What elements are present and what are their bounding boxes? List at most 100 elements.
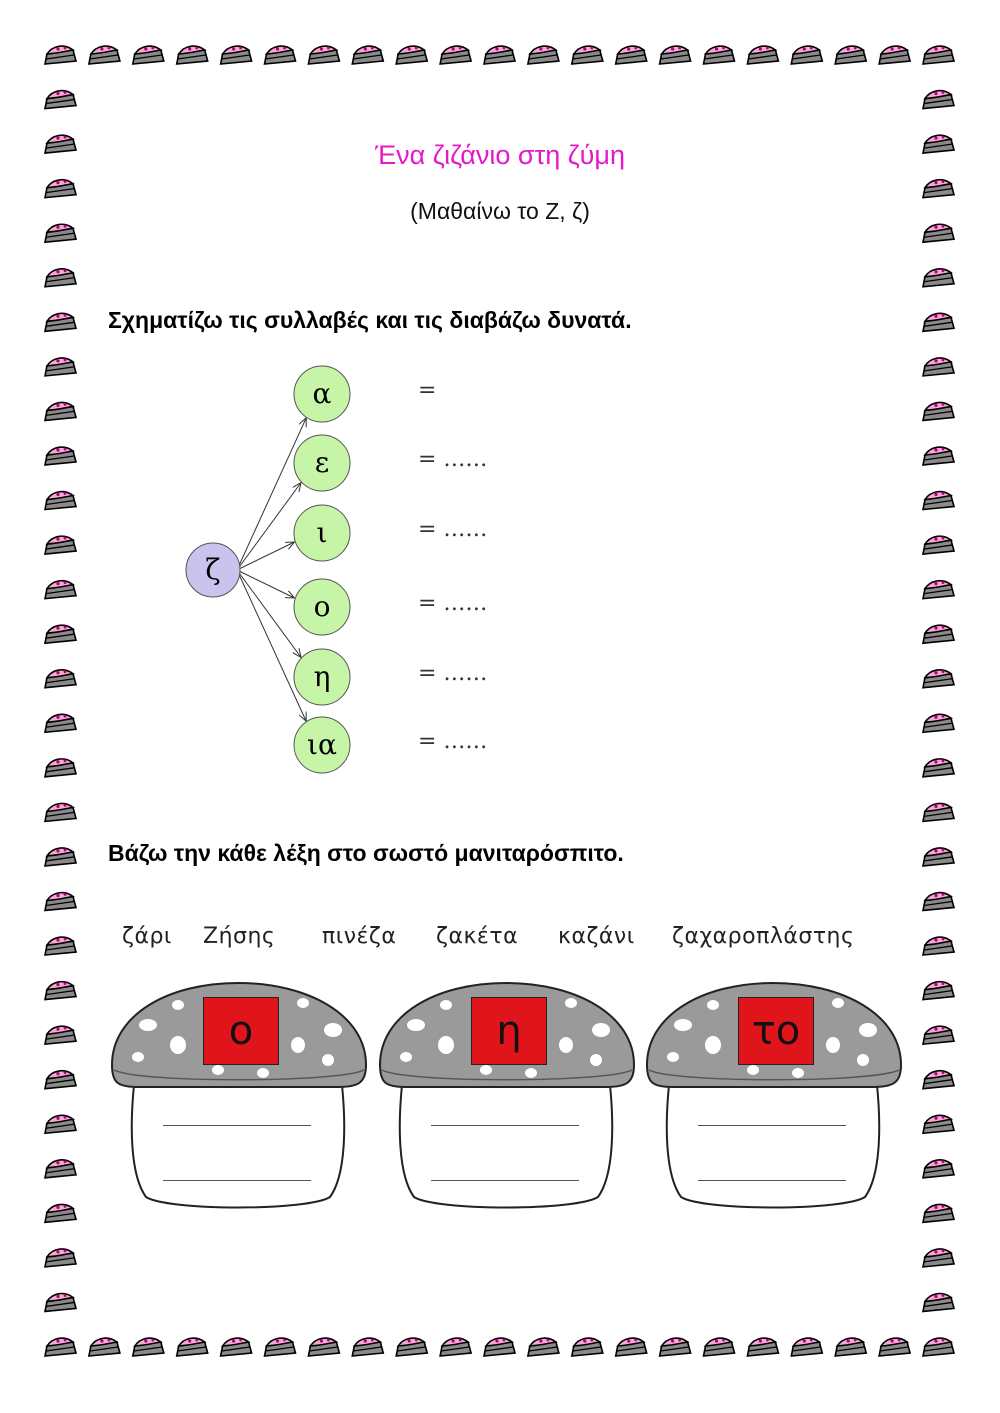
answer-line[interactable] [431, 1125, 579, 1126]
cake-icon [175, 45, 209, 65]
cake-icon [922, 624, 955, 644]
cake-icon [88, 45, 121, 65]
cake-icon [44, 357, 77, 377]
mushroom-house-2[interactable]: η [376, 975, 638, 1220]
word-item[interactable]: καζάνι [558, 924, 635, 949]
cake-icon [44, 758, 77, 778]
arrow [236, 569, 301, 657]
cake-icon [219, 1337, 253, 1357]
word-item[interactable]: πινέζα [322, 924, 397, 949]
cake-icon [527, 1337, 560, 1357]
cake-icon [44, 1114, 77, 1135]
cake-icon [44, 268, 77, 288]
syllable-answer-blank[interactable]: = [418, 378, 436, 403]
cake-icon [44, 45, 77, 65]
cake-icon [44, 847, 77, 867]
instruction-syllables: Σχηματίζω τις συλλαβές και τις διαβάζω δ… [108, 307, 632, 333]
page-title: Ένα ζιζάνιο στη ζύμη [374, 140, 625, 170]
cake-icon [922, 490, 955, 511]
cake-icon [44, 535, 77, 555]
cake-icon [219, 45, 253, 65]
mushroom-label: το [738, 997, 814, 1065]
cake-icon [44, 1069, 77, 1090]
cake-icon [439, 45, 472, 65]
cake-icon [307, 1337, 341, 1357]
cake-icon [922, 223, 955, 244]
cake-icon [746, 45, 780, 65]
cake-icon [790, 1337, 824, 1357]
cake-icon [351, 45, 385, 65]
syllable-answer-blank[interactable]: = …… [418, 447, 487, 472]
mushroom-house-3[interactable]: το [643, 975, 905, 1220]
cake-icon [922, 45, 955, 65]
cake-icon [570, 45, 604, 65]
syllable-answer-blank[interactable]: = …… [418, 661, 487, 686]
cake-icon [44, 178, 77, 199]
cake-icon [922, 980, 955, 1001]
cake-icon [307, 45, 341, 65]
vowel-label: ια [307, 728, 337, 761]
cake-icon [44, 669, 77, 689]
word-item[interactable]: Ζήσης [203, 924, 276, 949]
cake-icon [44, 223, 77, 244]
cake-icon [44, 579, 77, 600]
cake-icon [263, 1337, 297, 1357]
page-subtitle: (Μαθαίνω το Ζ, ζ) [410, 198, 590, 224]
cake-icon [922, 357, 955, 377]
cake-icon [614, 45, 648, 65]
mushroom-label: η [471, 997, 547, 1065]
word-item[interactable]: ζάρι [122, 924, 172, 949]
cake-icon [44, 1025, 77, 1045]
cake-icon [44, 1292, 77, 1313]
arrow [236, 569, 306, 721]
cake-icon [88, 1337, 121, 1357]
word-item[interactable]: ζακέτα [436, 924, 519, 949]
cake-icon [746, 1337, 780, 1357]
cake-icon [922, 268, 955, 288]
cake-icon [922, 1203, 955, 1224]
mushroom-label: ο [203, 997, 279, 1065]
consonant-label: ζ [205, 553, 220, 586]
consonant-circle [185, 542, 241, 598]
cake-icon [351, 1337, 385, 1357]
answer-line[interactable] [163, 1125, 311, 1126]
instruction-mushrooms: Βάζω την κάθε λέξη στο σωστό μανιταρόσπι… [108, 840, 624, 866]
cake-icon [922, 401, 955, 422]
arrow [236, 542, 294, 571]
cake-icon [702, 45, 736, 65]
cake-icon [790, 45, 824, 65]
cake-icon [44, 312, 77, 333]
vowel-circle [293, 504, 351, 562]
vowel-label: ο [314, 590, 331, 623]
cake-icon [922, 669, 955, 689]
cake-icon [878, 45, 911, 65]
cake-icon [44, 1159, 77, 1179]
cake-icon [658, 45, 692, 65]
syllable-answer-blank[interactable]: = …… [418, 729, 487, 754]
cake-icon [922, 1159, 955, 1179]
cake-icon [922, 535, 955, 555]
cake-icon [878, 1337, 911, 1357]
vowel-circle [293, 648, 351, 706]
cake-icon [922, 1025, 955, 1045]
vowel-label: α [313, 377, 332, 410]
answer-line[interactable] [698, 1125, 846, 1126]
syllable-answer-blank[interactable]: = …… [418, 591, 487, 616]
cake-icon [922, 89, 955, 110]
cake-icon [483, 45, 516, 65]
cake-icon [922, 1337, 955, 1357]
answer-line[interactable] [698, 1180, 846, 1181]
cake-icon [922, 1248, 955, 1268]
answer-line[interactable] [431, 1180, 579, 1181]
word-item[interactable]: ζαχαροπλάστης [672, 924, 855, 949]
cake-icon [263, 45, 297, 65]
cake-icon [44, 891, 77, 912]
cake-icon [922, 446, 955, 466]
cake-icon [922, 713, 955, 734]
cake-icon [922, 312, 955, 333]
syllable-answer-blank[interactable]: = …… [418, 517, 487, 542]
mushroom-house-1[interactable]: ο [108, 975, 370, 1220]
answer-line[interactable] [163, 1180, 311, 1181]
cake-icon [44, 401, 77, 422]
